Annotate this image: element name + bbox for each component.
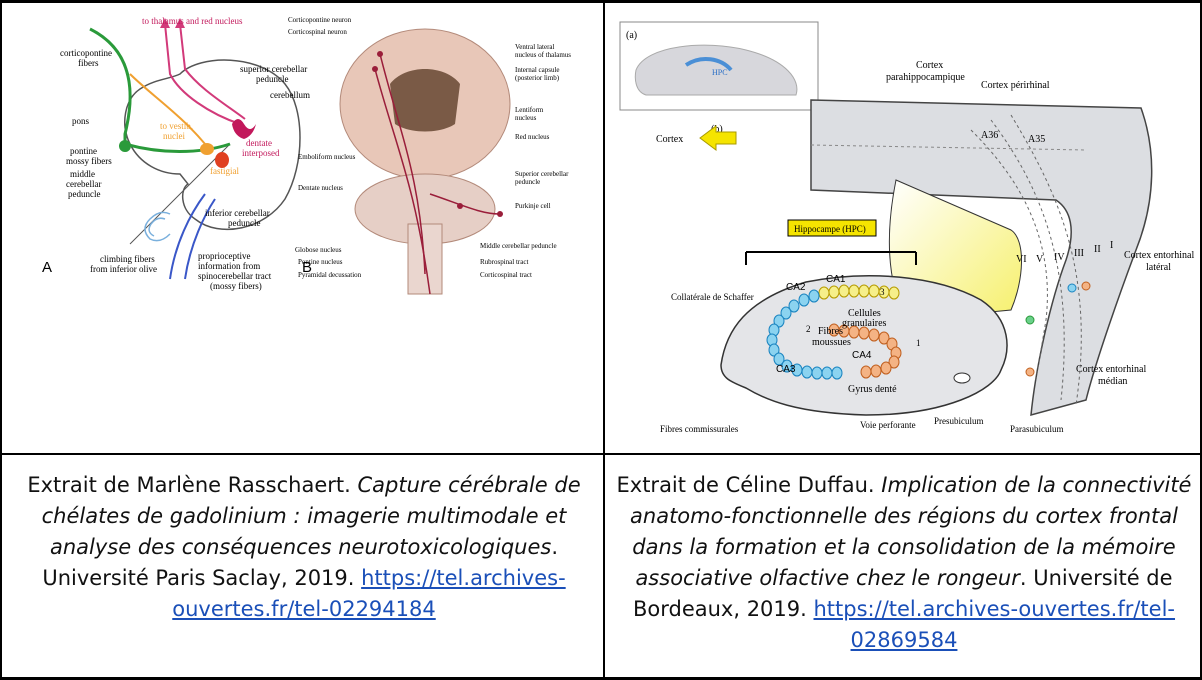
caption-right: Extrait de Céline Duffau. Implication de… [616,470,1192,656]
label-cerebellum: cerebellum [270,90,310,100]
table-border-left [0,0,2,680]
label-num2: 2 [806,324,811,334]
label-rubrospinal: Rubrospinal tract [480,258,528,266]
label-ca1: CA1 [826,274,846,285]
panel-b-diagram: B Corticopontine neuron Corticospinal ne… [288,16,571,294]
label-num1: 1 [916,338,921,348]
label-emboliform: Emboliform nucleus [298,153,356,161]
label-middle-ped-b: Middle cerebellar peduncle [480,242,557,250]
label-corticospinal-tract: Corticospinal tract [480,271,532,279]
label-layer-vi: VI [1016,254,1027,265]
panel-a-letter: A [42,259,52,276]
label-layer-v: V [1036,254,1044,265]
label-a35: A35 [1028,134,1045,145]
label-interposed: interposed [242,148,280,158]
table-row-divider [0,453,1202,455]
label-fastigial: fastigial [210,166,239,176]
caption-left-prefix: Extrait de Marlène Rasschaert. [27,473,357,497]
label-pontine-nucleus: Pontine nucleus [298,258,343,266]
cerebellum-figure: A to thalamus and red nucleus corticopon… [30,14,590,304]
label-a36: A36 [981,130,998,141]
label-ca2: CA2 [786,282,806,293]
label-dentate: dentate [246,138,272,148]
label-cortex: Cortex [656,134,683,145]
label-num3: 3 [880,287,885,297]
label-to-vestib: to vestib.nuclei [160,121,193,141]
label-parasubiculum: Parasubiculum [1010,424,1064,434]
label-layer-ii: II [1094,244,1101,255]
table-border-top [0,0,1202,3]
label-layer-iii: III [1074,248,1084,259]
label-layer-iv: IV [1054,252,1065,263]
label-globose: Globose nucleus [295,246,342,254]
caption-left: Extrait de Marlène Rasschaert. Capture c… [14,470,594,625]
table-column-divider [603,0,605,680]
label-corticopontine-neuron: Corticopontine neuron [288,16,352,24]
inset-label: (a) [626,30,637,41]
label-to-thalamus: to thalamus and red nucleus [142,16,243,26]
label-schaffer: Collatérale de Schaffer [671,292,754,302]
label-presubiculum: Presubiculum [934,416,984,426]
inset-hpc-label: HPC [712,68,728,77]
label-red-nucleus: Red nucleus [515,133,550,141]
label-gyrus: Gyrus denté [848,384,897,395]
label-perirhinal: Cortex périrhinal [981,80,1050,91]
caption-right-link[interactable]: https://tel.archives-ouvertes.fr/tel-028… [814,597,1176,652]
panel-a-diagram: A to thalamus and red nucleus corticopon… [42,16,310,291]
label-pons: pons [72,116,90,126]
label-ca4: CA4 [852,350,872,361]
label-ca3: CA3 [776,364,796,375]
label-voie-perf: Voie perforante [860,420,916,430]
label-internal-capsule: Internal capsule(posterior limb) [515,66,560,82]
label-hippocampe: Hippocampe (HPC) [794,224,866,234]
label-dentate-nucleus: Dentate nucleus [298,184,343,192]
caption-right-prefix: Extrait de Céline Duffau. [617,473,882,497]
hippocampus-figure: (a) HPC (b) Cortex [616,20,1196,440]
label-purkinje: Purkinje cell [515,202,551,210]
label-corticospinal-neuron: Corticospinal neuron [288,28,347,36]
label-layer-i: I [1110,240,1113,251]
label-pyramidal: Pyramidal decussation [298,271,362,279]
label-fibres-comm: Fibres commissurales [660,424,739,434]
